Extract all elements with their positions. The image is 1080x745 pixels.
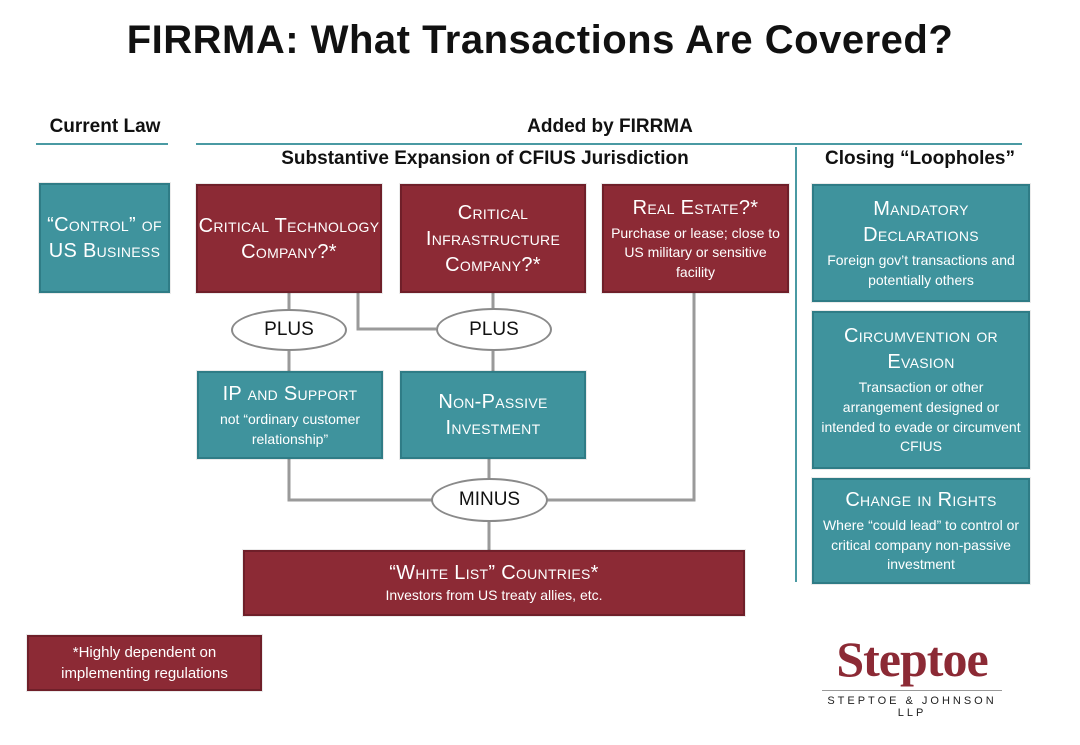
ip-and-support-title: IP and Support xyxy=(222,382,358,405)
circumvention-title: Circumvention or Evasion xyxy=(844,325,998,374)
change-in-rights-subtitle: Where “could lead” to control or critica… xyxy=(822,517,1020,573)
loopholes-header: Closing “Loopholes” xyxy=(825,148,1015,169)
minus-operator: MINUS xyxy=(431,478,548,522)
critical-technology-title: Critical Technology Company?* xyxy=(198,214,380,263)
current-law-rule xyxy=(36,143,168,145)
non-passive-investment-box: Non-Passive Investment xyxy=(400,371,586,459)
control-of-us-business-box: “Control” of US Business xyxy=(39,183,170,293)
added-by-firrma-header: Added by FIRRMA xyxy=(527,116,693,137)
change-in-rights-title: Change in Rights xyxy=(845,489,997,512)
critical-infrastructure-title: Critical Infrastructure Company?* xyxy=(425,201,561,276)
footnote-text: *Highly dependent on implementing regula… xyxy=(61,644,228,682)
logo-subtitle: STEPTOE & JOHNSON LLP xyxy=(827,695,997,719)
real-estate-title: Real Estate?* xyxy=(632,196,759,219)
mandatory-declarations-title: Mandatory Declarations xyxy=(863,197,979,246)
line-tech-to-right-plus xyxy=(356,292,436,331)
plus-operator-left: PLUS xyxy=(231,309,347,351)
mandatory-declarations-subtitle: Foreign gov’t transactions and potential… xyxy=(827,251,1015,288)
ip-and-support-box: IP and Support not “ordinary customer re… xyxy=(197,371,383,459)
white-list-countries-box: “White List” Countries* Investors from U… xyxy=(243,550,745,616)
critical-infrastructure-box: Critical Infrastructure Company?* xyxy=(400,184,586,293)
mandatory-declarations-box: Mandatory Declarations Foreign gov’t tra… xyxy=(812,184,1030,302)
ip-and-support-subtitle: not “ordinary customer relationship” xyxy=(219,410,361,447)
white-list-title: “White List” Countries* xyxy=(389,562,599,585)
line-ip-to-minus xyxy=(287,458,432,502)
line-realestate-to-minus xyxy=(546,293,696,502)
circumvention-subtitle: Transaction or other arrangement designe… xyxy=(821,379,1021,455)
logo-name: Steptoe xyxy=(836,631,988,687)
control-box-title: “Control” of US Business xyxy=(47,214,162,262)
non-passive-investment-title: Non-Passive Investment xyxy=(438,391,548,439)
steptoe-logo: Steptoe STEPTOE & JOHNSON LLP xyxy=(812,630,1012,719)
current-law-header: Current Law xyxy=(49,116,161,137)
real-estate-box: Real Estate?* Purchase or lease; close t… xyxy=(602,184,789,293)
white-list-subtitle: Investors from US treaty allies, etc. xyxy=(385,587,603,604)
real-estate-subtitle: Purchase or lease; close to US military … xyxy=(611,224,780,280)
added-by-firrma-rule xyxy=(196,143,1022,145)
change-in-rights-box: Change in Rights Where “could lead” to c… xyxy=(812,478,1030,584)
critical-technology-box: Critical Technology Company?* xyxy=(196,184,382,293)
expansion-header: Substantive Expansion of CFIUS Jurisdict… xyxy=(281,148,689,169)
plus-operator-right: PLUS xyxy=(436,308,552,351)
section-divider xyxy=(795,147,797,582)
footnote-box: *Highly dependent on implementing regula… xyxy=(27,635,262,691)
circumvention-box: Circumvention or Evasion Transaction or … xyxy=(812,311,1030,469)
slide-title: FIRRMA: What Transactions Are Covered? xyxy=(126,18,954,62)
logo-rule xyxy=(822,690,1002,691)
